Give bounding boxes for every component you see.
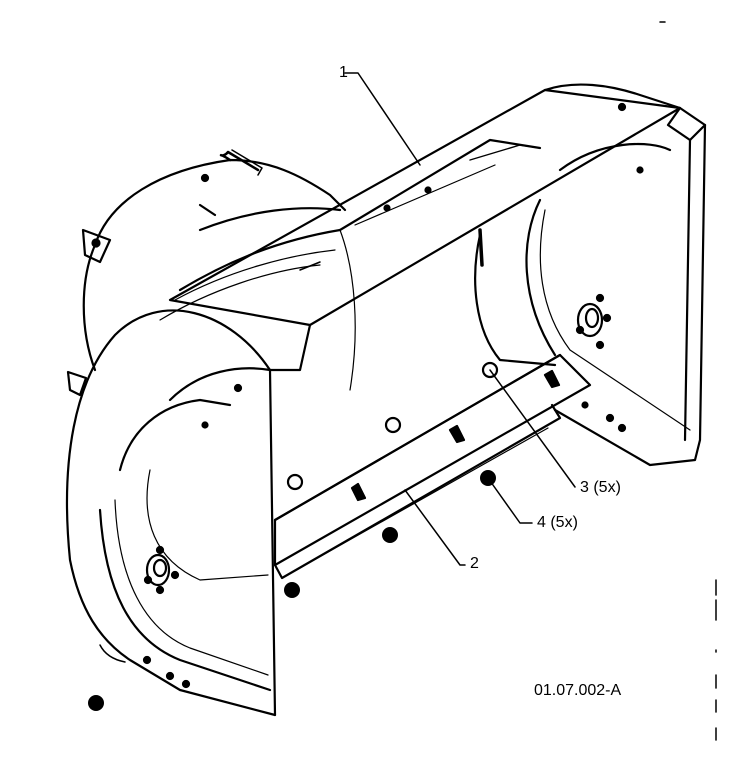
top-crossbar <box>168 83 707 372</box>
housing-arc <box>65 207 342 717</box>
inner-back-wall <box>273 229 562 522</box>
loose-nuts <box>88 470 496 711</box>
leader-lines <box>344 72 576 566</box>
callout-label-3: 3 (5x) <box>580 479 621 496</box>
left-side-panel <box>98 367 277 717</box>
callout-label-1: 1 <box>339 64 348 81</box>
scraper-bar <box>273 353 592 580</box>
right-side-panel <box>474 123 707 467</box>
callout-label-2: 2 <box>470 555 479 572</box>
callout-label-4: 4 (5x) <box>537 514 578 531</box>
rear-housing-drum <box>66 149 347 397</box>
page-edge-marks <box>659 21 717 741</box>
drawing-reference-code: 01.07.002-A <box>534 682 622 699</box>
